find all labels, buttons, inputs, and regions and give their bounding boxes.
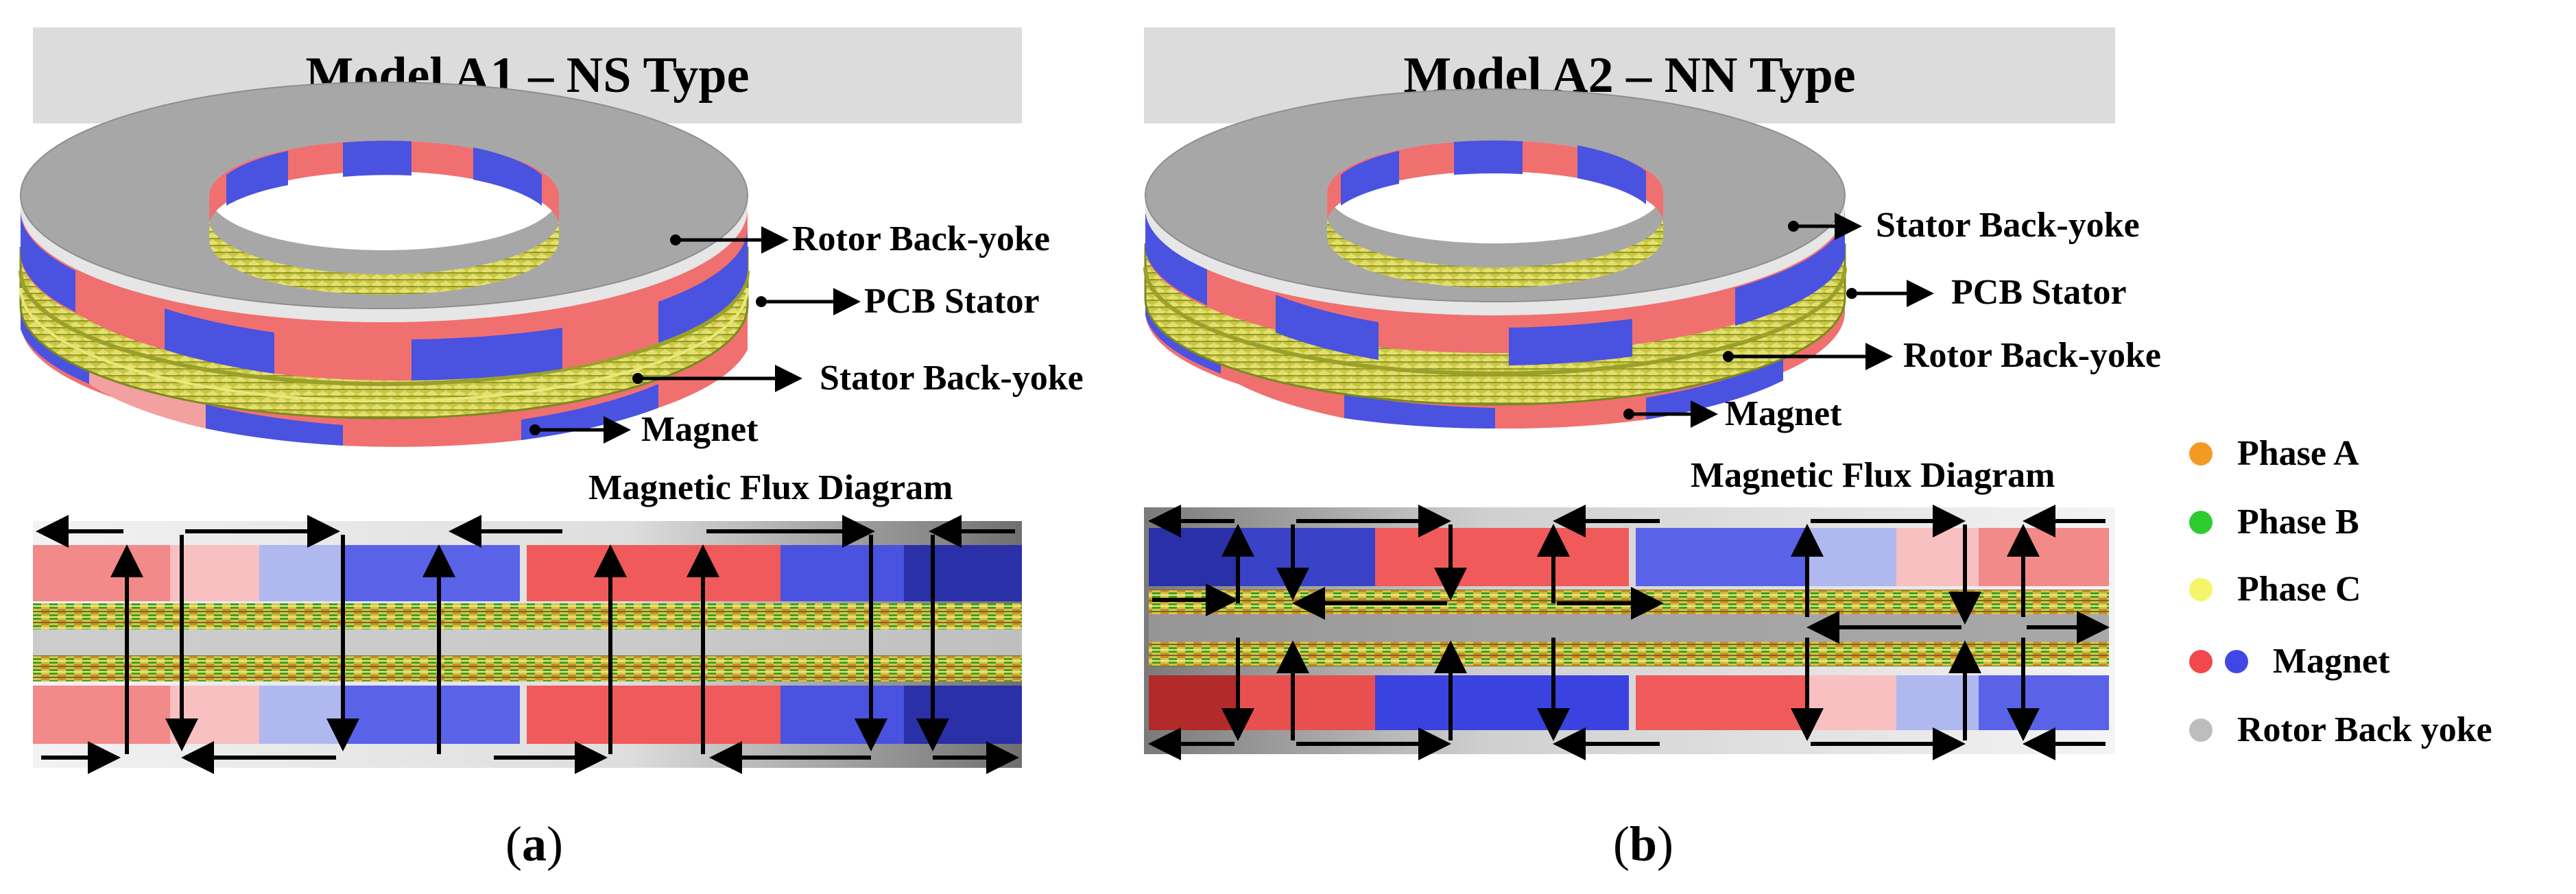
panel-a-callout-pcb-stator: PCB Stator [864,282,1040,321]
panel-b-flux-title: Magnetic Flux Diagram [1691,456,2055,495]
panel-b-inner-wall [1327,140,1663,288]
caption-b-open: ( [1613,817,1630,871]
caption-a-open: ( [505,817,522,871]
panel-a-inner-wall [209,141,559,295]
caption-b-letter: b [1629,817,1658,871]
legend-item-phase-c: Phase C [2189,569,2361,609]
panel-b-ring-model [1143,88,1847,429]
legend-label: Magnet [2273,642,2390,681]
caption-b: (b) [1613,816,1673,873]
panel-a-callouts [529,226,861,444]
panel-a-callout-magnet: Magnet [641,410,759,449]
phase-c-swatch-icon [2189,577,2213,601]
phase-b-swatch-icon [2189,510,2213,534]
legend-label: Phase A [2237,434,2359,473]
caption-a-letter: a [521,817,547,871]
panel-b-flux-diagram [1144,505,2115,760]
panel-b-upper-magnets [1145,213,1845,365]
legend-item-rotor-back-yoke: Rotor Back yoke [2189,710,2492,750]
legend-label: Phase C [2237,570,2361,609]
legend-item-magnet: Magnet [2189,641,2389,681]
legend-label: Phase B [2237,503,2359,542]
panel-b-callout-rotor-back-yoke: Rotor Back-yoke [1903,336,2161,375]
caption-a-close: ) [546,817,563,871]
rotor-back-yoke-swatch-icon [2189,718,2213,742]
phase-a-swatch-icon [2189,442,2213,466]
panel-b-callout-stator-back-yoke: Stator Back-yoke [1876,206,2140,245]
panel-a-callout-rotor-back-yoke: Rotor Back-yoke [792,219,1050,258]
panel-b-callouts [1623,213,1934,428]
panel-b-callout-magnet: Magnet [1725,394,1842,433]
legend-label: Rotor Back yoke [2237,710,2492,749]
caption-b-close: ) [1657,817,1674,871]
panel-a-flux-title: Magnetic Flux Diagram [588,468,953,507]
panel-b-callout-pcb-stator: PCB Stator [1951,273,2127,312]
panel-a-callout-stator-back-yoke: Stator Back-yoke [820,359,1084,398]
legend-item-phase-a: Phase A [2189,433,2359,474]
magnet-red-swatch-icon [2189,649,2213,673]
panel-a-flux-diagram [33,515,1022,774]
panel-a-ring-model [19,82,750,447]
caption-a: (a) [505,816,563,873]
panel-a-upper-magnets [21,213,748,381]
legend-item-phase-b: Phase B [2189,502,2359,542]
magnet-blue-swatch-icon [2225,649,2248,673]
